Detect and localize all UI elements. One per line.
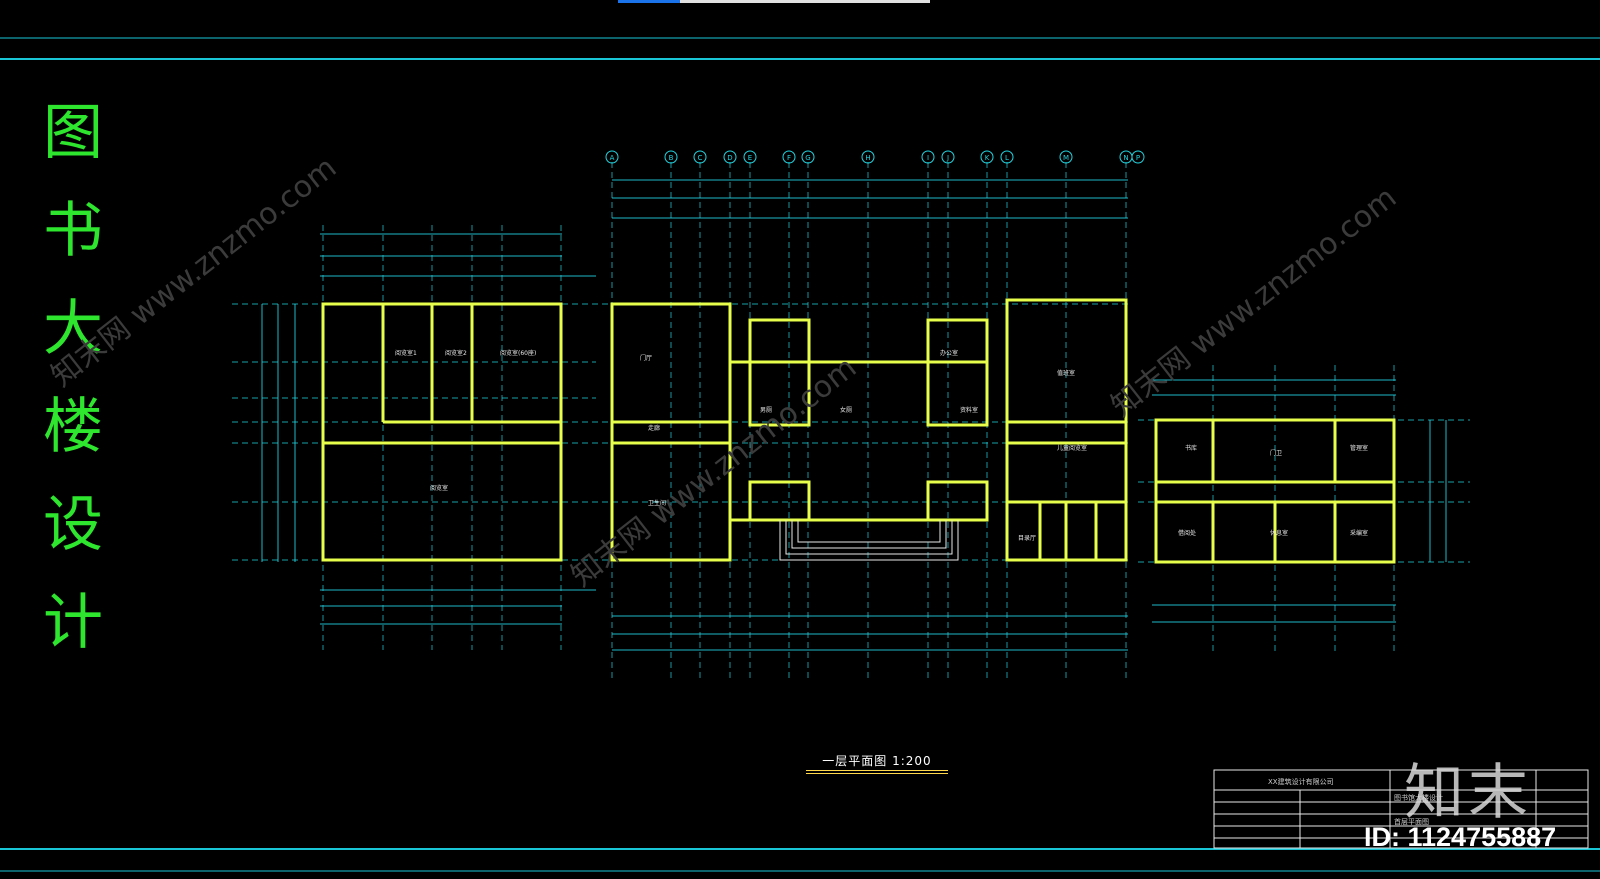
- grid-axis-label: C: [698, 154, 703, 162]
- title-char: 图: [43, 98, 103, 168]
- title-char: 书: [43, 196, 103, 266]
- room-label: 资料室: [960, 406, 978, 414]
- grid-axis-label: F: [787, 154, 791, 162]
- grid-axis-bubble: N: [1119, 150, 1133, 164]
- room-label: 儿童阅览室: [1057, 444, 1087, 452]
- room-label: 门厅: [640, 354, 652, 362]
- room-label: 值班室: [1057, 369, 1075, 377]
- title-char: 计: [43, 588, 103, 658]
- grid-axis-label: N: [1123, 154, 1128, 162]
- grid-axis-bubble: E: [743, 150, 757, 164]
- room-label: 门卫: [1270, 449, 1282, 457]
- room-label: 阅览室2: [445, 349, 467, 357]
- grid-axis-bubble: G: [801, 150, 815, 164]
- grid-axis-label: I: [927, 154, 929, 162]
- room-label: 走廊: [648, 424, 660, 432]
- title-char: 大: [43, 294, 103, 364]
- grid-axis-label: B: [669, 154, 674, 162]
- grid-axis-bubble: A: [605, 150, 619, 164]
- room-label: 女厕: [840, 406, 852, 414]
- grid-axis-bubble: F: [782, 150, 796, 164]
- image-id: ID: 1124755887: [1364, 822, 1557, 852]
- grid-axis-label: K: [985, 154, 990, 162]
- grid-axis-label: A: [610, 154, 615, 162]
- grid-axis-bubble: L: [1000, 150, 1014, 164]
- caption-underline: [806, 770, 948, 771]
- grid-axis-bubble: M: [1059, 150, 1073, 164]
- room-label: 阅览室1: [395, 349, 417, 357]
- grid-axis-label: L: [1005, 154, 1009, 162]
- room-label: 借阅处: [1178, 529, 1196, 537]
- title-block: [1213, 769, 1589, 849]
- title-block-drawing: 首层平面图: [1394, 818, 1429, 826]
- walls: [321, 298, 1396, 564]
- dimension-lines: [261, 179, 1447, 651]
- grid-axis-bubble: C: [693, 150, 707, 164]
- room-label: 卫生间: [648, 499, 666, 507]
- tab-active-indicator: [618, 0, 680, 3]
- title-char: 设: [43, 490, 103, 560]
- grid-axis-label: D: [727, 154, 732, 162]
- grid-axis-label: P: [1136, 154, 1140, 162]
- grid-axis-bubble: I: [921, 150, 935, 164]
- room-label: 休息室: [1270, 529, 1288, 537]
- room-label: 采编室: [1350, 529, 1368, 537]
- tab-bar: [680, 0, 930, 3]
- grid-axis-label: H: [865, 154, 870, 162]
- grid-axis-label: G: [805, 154, 810, 162]
- room-label: 书库: [1185, 444, 1197, 452]
- brand-logo: 知末: [1404, 758, 1532, 828]
- room-label: 阅览室(60座): [500, 349, 536, 357]
- room-label: 目录厅: [1018, 534, 1036, 542]
- caption-underline: [806, 773, 948, 774]
- grid-axis-label: E: [748, 154, 752, 162]
- entrance-steps: [779, 520, 959, 561]
- drawing-caption: 一层平面图 1:200: [822, 754, 932, 768]
- title-block-company: XX建筑设计有限公司: [1268, 778, 1334, 786]
- room-label: 男厕: [760, 407, 772, 414]
- title-block-project: 图书馆大楼设计: [1394, 794, 1443, 802]
- grid-axis-bubble: P: [1131, 150, 1145, 164]
- grid-axis-bubble: K: [980, 150, 994, 164]
- room-label: 管理室: [1350, 444, 1368, 452]
- grid-axis-bubble: J: [941, 150, 955, 164]
- grid-axis-bubble: B: [664, 150, 678, 164]
- title-char: 楼: [43, 392, 103, 462]
- room-label: 办公室: [940, 349, 958, 357]
- grid-axis-bubble: D: [723, 150, 737, 164]
- grid-axis-label: J: [946, 154, 949, 162]
- grid-axis-label: M: [1063, 154, 1069, 162]
- vertical-title: 图 书 大 楼 设 计: [38, 88, 108, 668]
- room-label: 阅览室: [430, 484, 448, 492]
- grid-axis-bubble: H: [861, 150, 875, 164]
